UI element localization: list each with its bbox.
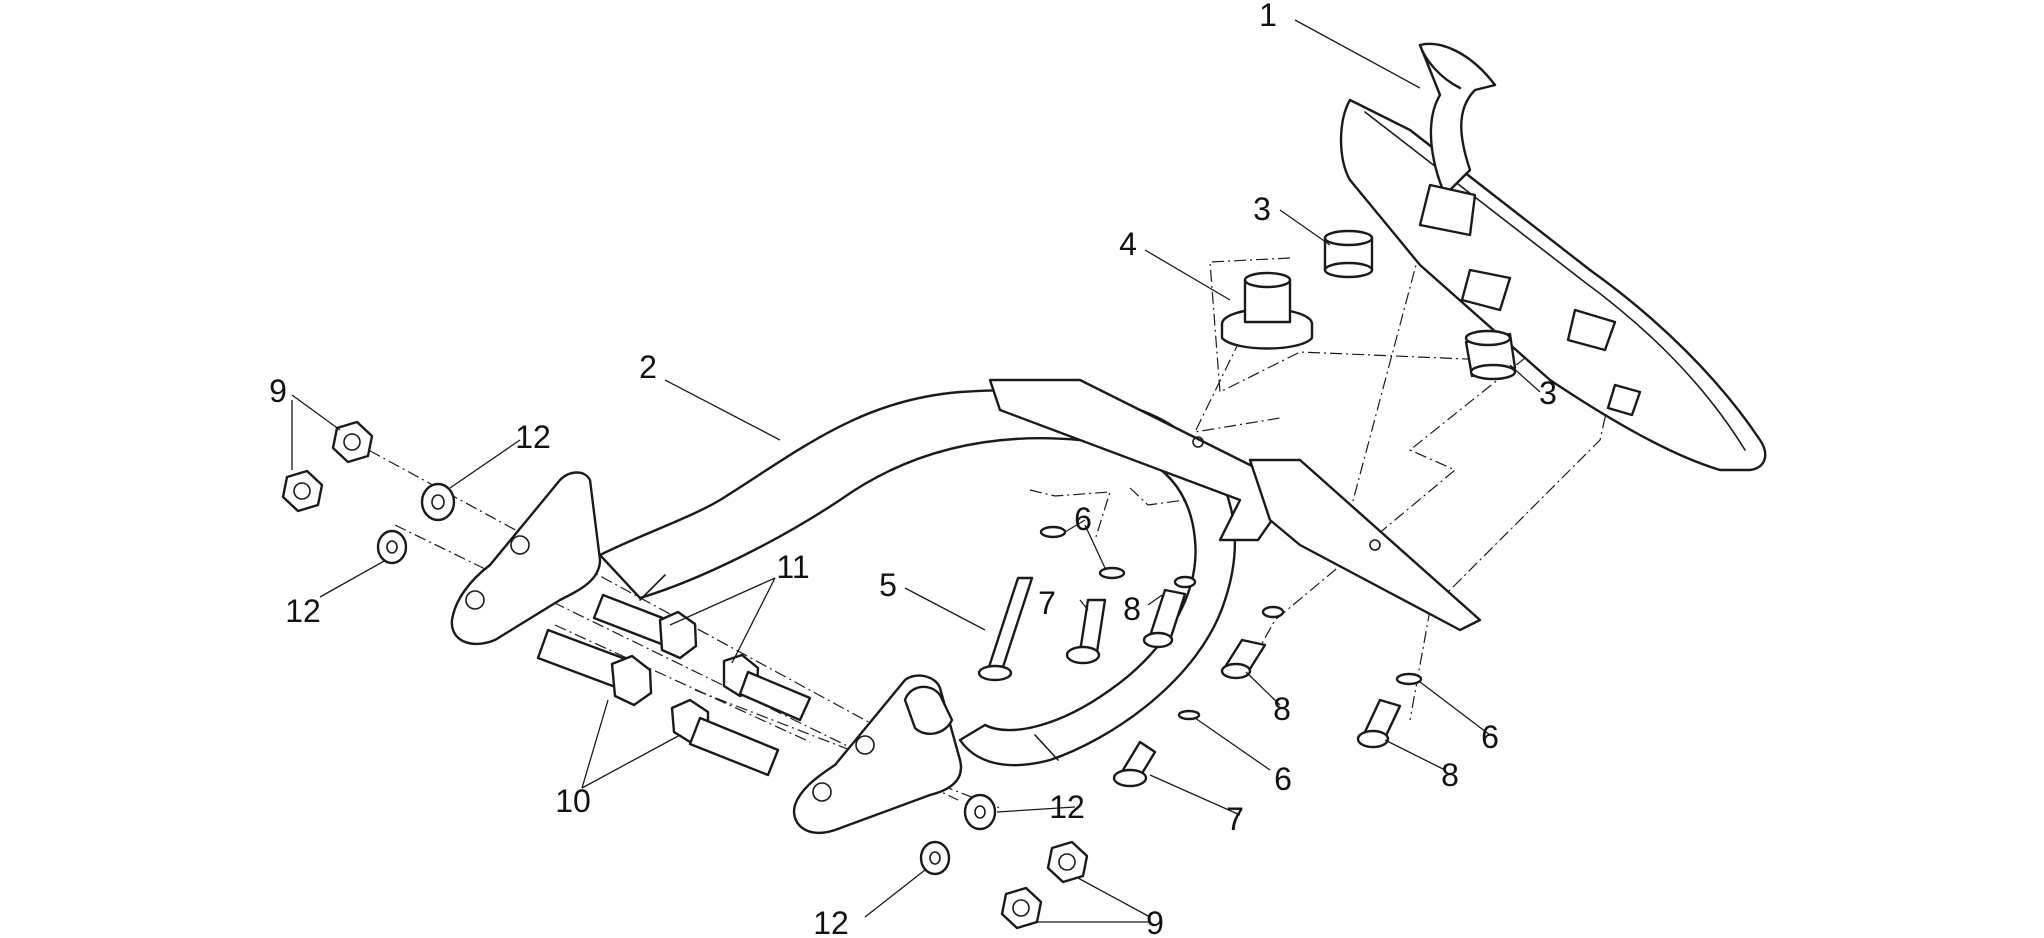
washer-left-upper xyxy=(420,482,456,522)
callout-4: 4 xyxy=(1119,226,1137,262)
leader-lines xyxy=(291,19,1541,923)
small-washers xyxy=(1039,525,1423,721)
callout-8-right: 8 xyxy=(1441,757,1459,793)
callout-9-right: 9 xyxy=(1146,905,1164,938)
callout-6-right: 6 xyxy=(1481,719,1499,755)
callout-3-upper: 3 xyxy=(1253,191,1271,227)
callout-12-right-lower: 12 xyxy=(813,905,849,938)
left-bracket xyxy=(450,471,602,646)
washer-right-upper xyxy=(963,793,997,831)
spacer-upper xyxy=(1323,229,1374,279)
short-pin-upper xyxy=(1065,598,1107,665)
hex-nut-upper-left xyxy=(331,420,374,464)
callout-7-upper: 7 xyxy=(1038,585,1056,621)
hex-nut-upper-right xyxy=(1046,840,1089,884)
washer-left-lower xyxy=(376,529,408,565)
callout-7-lower: 7 xyxy=(1226,801,1244,837)
callout-5: 5 xyxy=(879,567,897,603)
hex-nut-lower-left xyxy=(281,469,324,513)
callout-1: 1 xyxy=(1259,0,1277,33)
washer-right-lower xyxy=(919,840,951,876)
plate-assembly xyxy=(1339,42,1767,472)
hex-bolt-left-lower xyxy=(536,628,653,707)
callout-12-left-upper: 12 xyxy=(515,419,551,455)
rivet-upper xyxy=(1142,588,1187,649)
callout-labels: 1 2 3 3 4 5 6 6 6 7 7 8 8 8 9 9 10 11 12… xyxy=(269,0,1557,938)
callout-8-middle: 8 xyxy=(1273,691,1291,727)
callout-11: 11 xyxy=(776,549,809,585)
flanged-bushing xyxy=(1220,271,1314,350)
callout-12-right-upper: 12 xyxy=(1049,789,1085,825)
right-bracket xyxy=(792,674,963,835)
short-pin-lower xyxy=(1112,740,1157,788)
frame-tube xyxy=(598,389,1236,767)
callout-6-middle: 6 xyxy=(1274,761,1292,797)
hex-bolt-left-upper xyxy=(592,593,698,660)
callout-12-left-lower: 12 xyxy=(285,593,321,629)
long-pin xyxy=(977,576,1034,682)
rivet-middle xyxy=(1220,638,1267,680)
callout-8-upper: 8 xyxy=(1123,591,1141,627)
callout-10: 10 xyxy=(555,783,591,819)
hex-bolt-right-lower xyxy=(670,698,780,777)
hex-nut-lower-right xyxy=(1000,886,1043,930)
rivet-lower xyxy=(1356,698,1402,749)
callout-3-lower: 3 xyxy=(1539,375,1557,411)
spacer-lower xyxy=(1464,329,1517,381)
hex-bolt-right-upper xyxy=(722,653,812,722)
support-plate xyxy=(988,378,1482,632)
callout-6-upper: 6 xyxy=(1074,501,1092,537)
callout-2: 2 xyxy=(639,349,657,385)
callout-9-left: 9 xyxy=(269,373,287,409)
